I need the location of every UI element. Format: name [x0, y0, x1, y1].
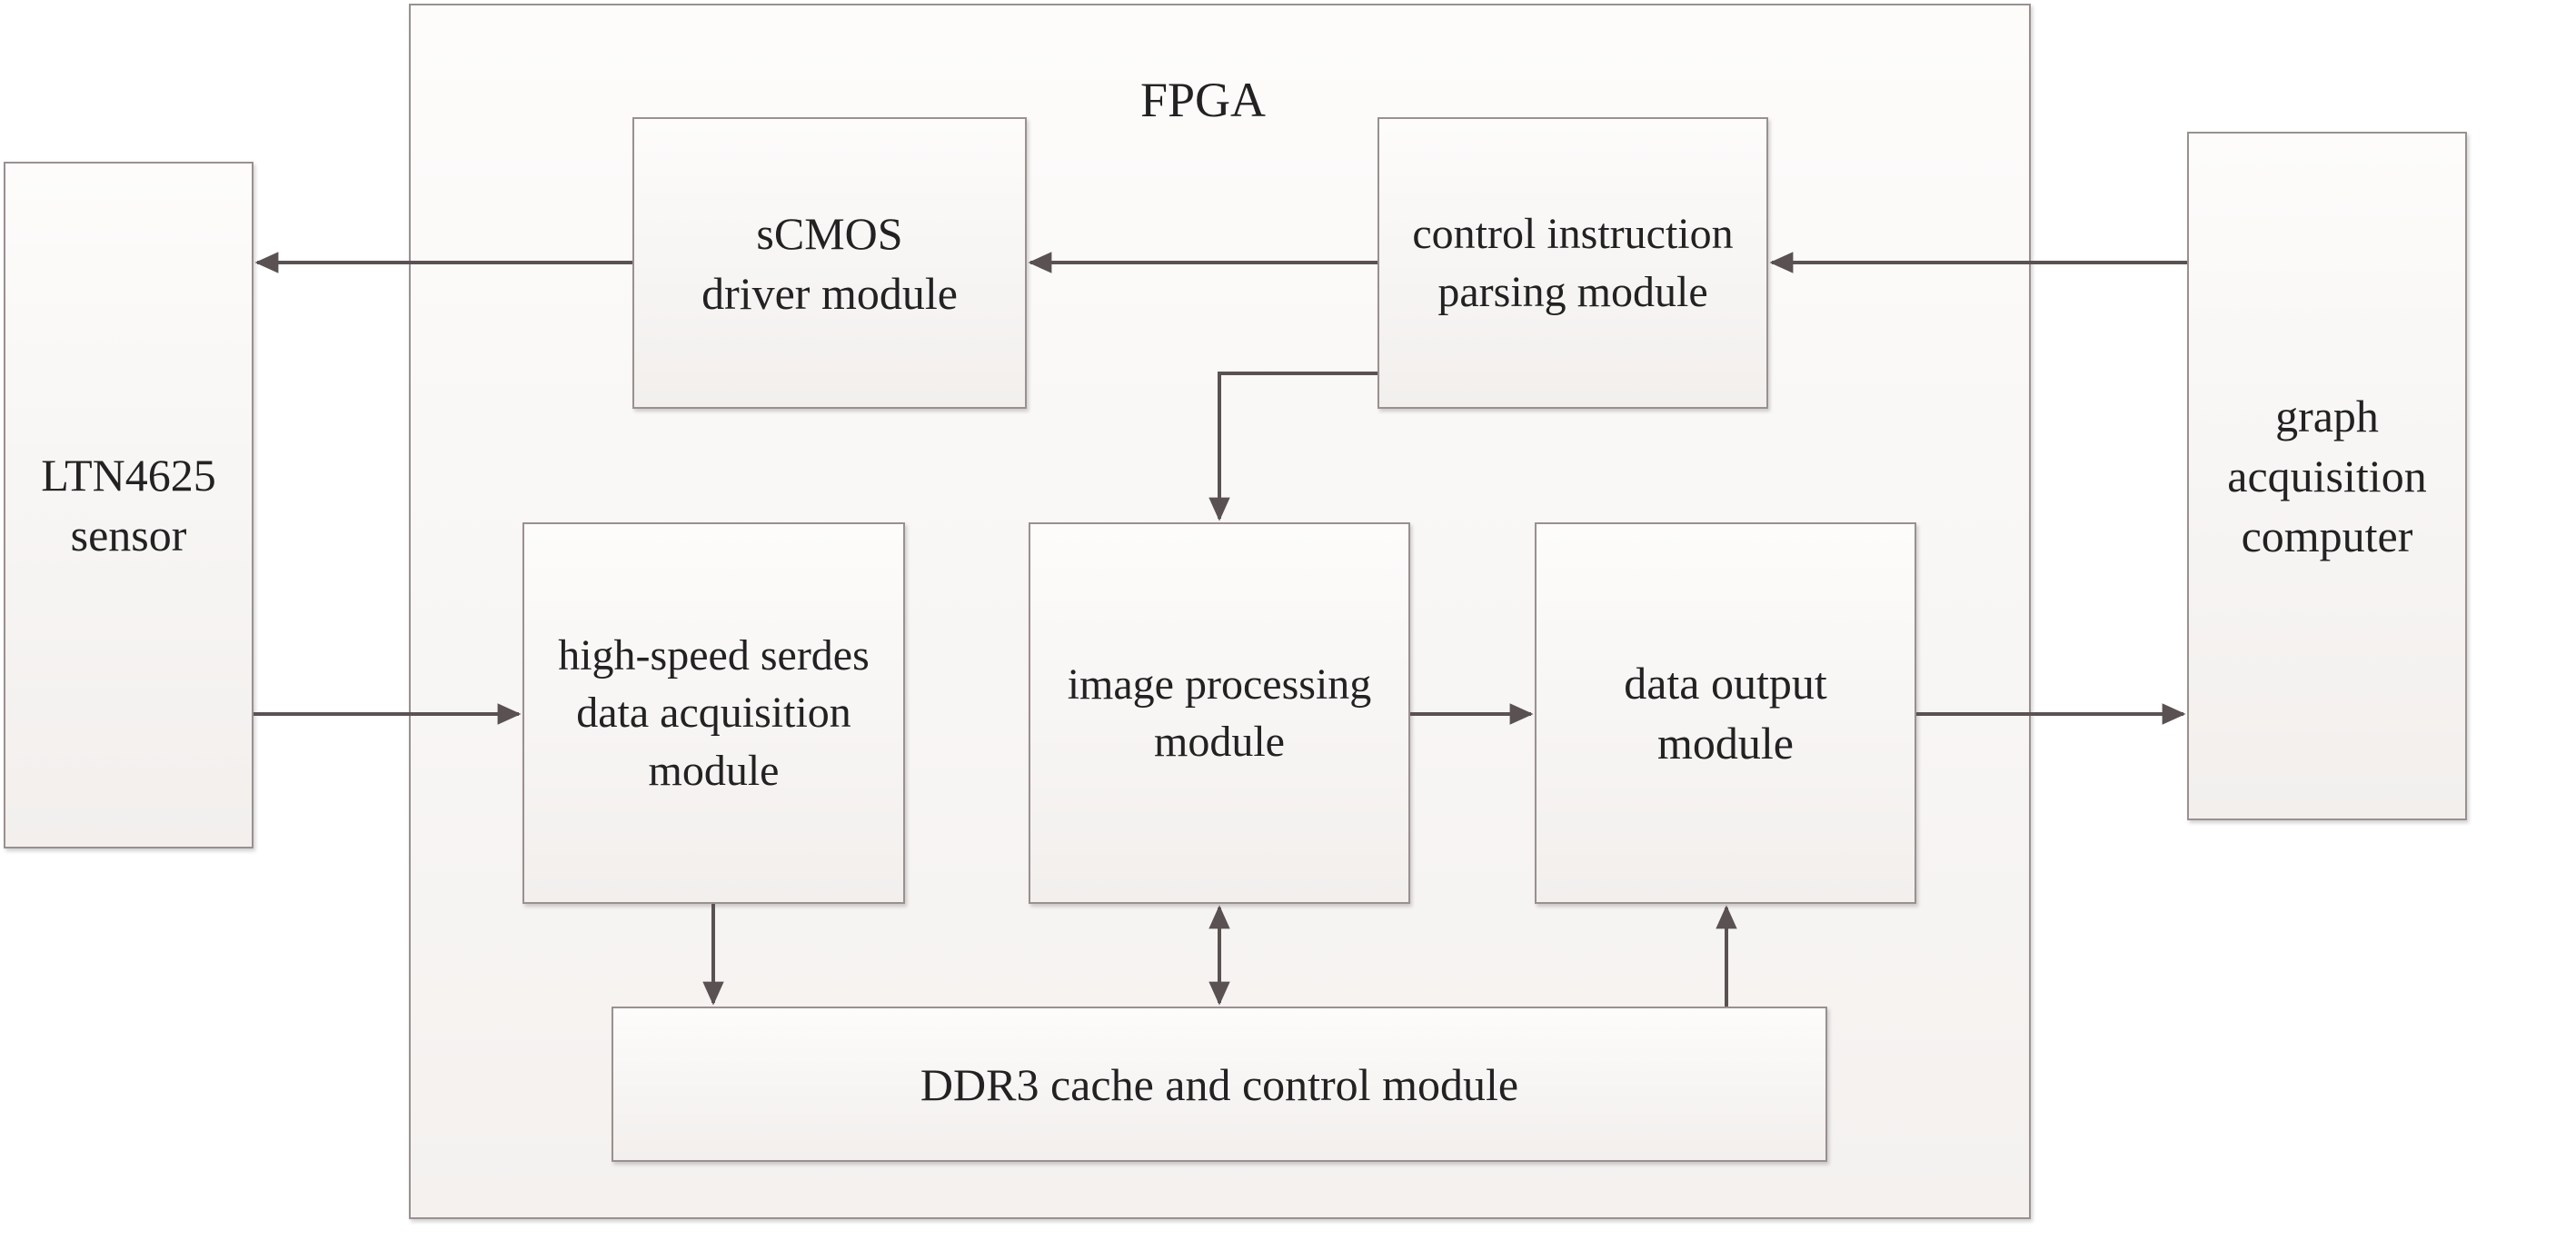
data-output-label: data output module	[1624, 658, 1827, 769]
control-parser-label: control instruction parsing module	[1412, 210, 1734, 316]
control-parser-module: control instruction parsing module	[1378, 117, 1768, 409]
data-output-module: data output module	[1535, 522, 1916, 904]
scmos-driver-label: sCMOS driver module	[701, 207, 958, 319]
computer-label: graph acquisition computer	[2227, 391, 2427, 561]
sensor-block: LTN4625 sensor	[4, 162, 254, 848]
image-processing-module: image processing module	[1029, 522, 1410, 904]
sensor-label: LTN4625 sensor	[41, 450, 216, 561]
serdes-label: high-speed serdes data acquisition modul…	[558, 630, 870, 795]
ddr3-label: DDR3 cache and control module	[920, 1058, 1519, 1110]
fpga-title: FPGA	[1139, 73, 1267, 127]
scmos-driver-module: sCMOS driver module	[632, 117, 1027, 409]
ddr3-module: DDR3 cache and control module	[612, 1007, 1827, 1162]
computer-block: graph acquisition computer	[2187, 132, 2467, 820]
image-processing-label: image processing module	[1067, 660, 1372, 766]
serdes-module: high-speed serdes data acquisition modul…	[522, 522, 905, 904]
